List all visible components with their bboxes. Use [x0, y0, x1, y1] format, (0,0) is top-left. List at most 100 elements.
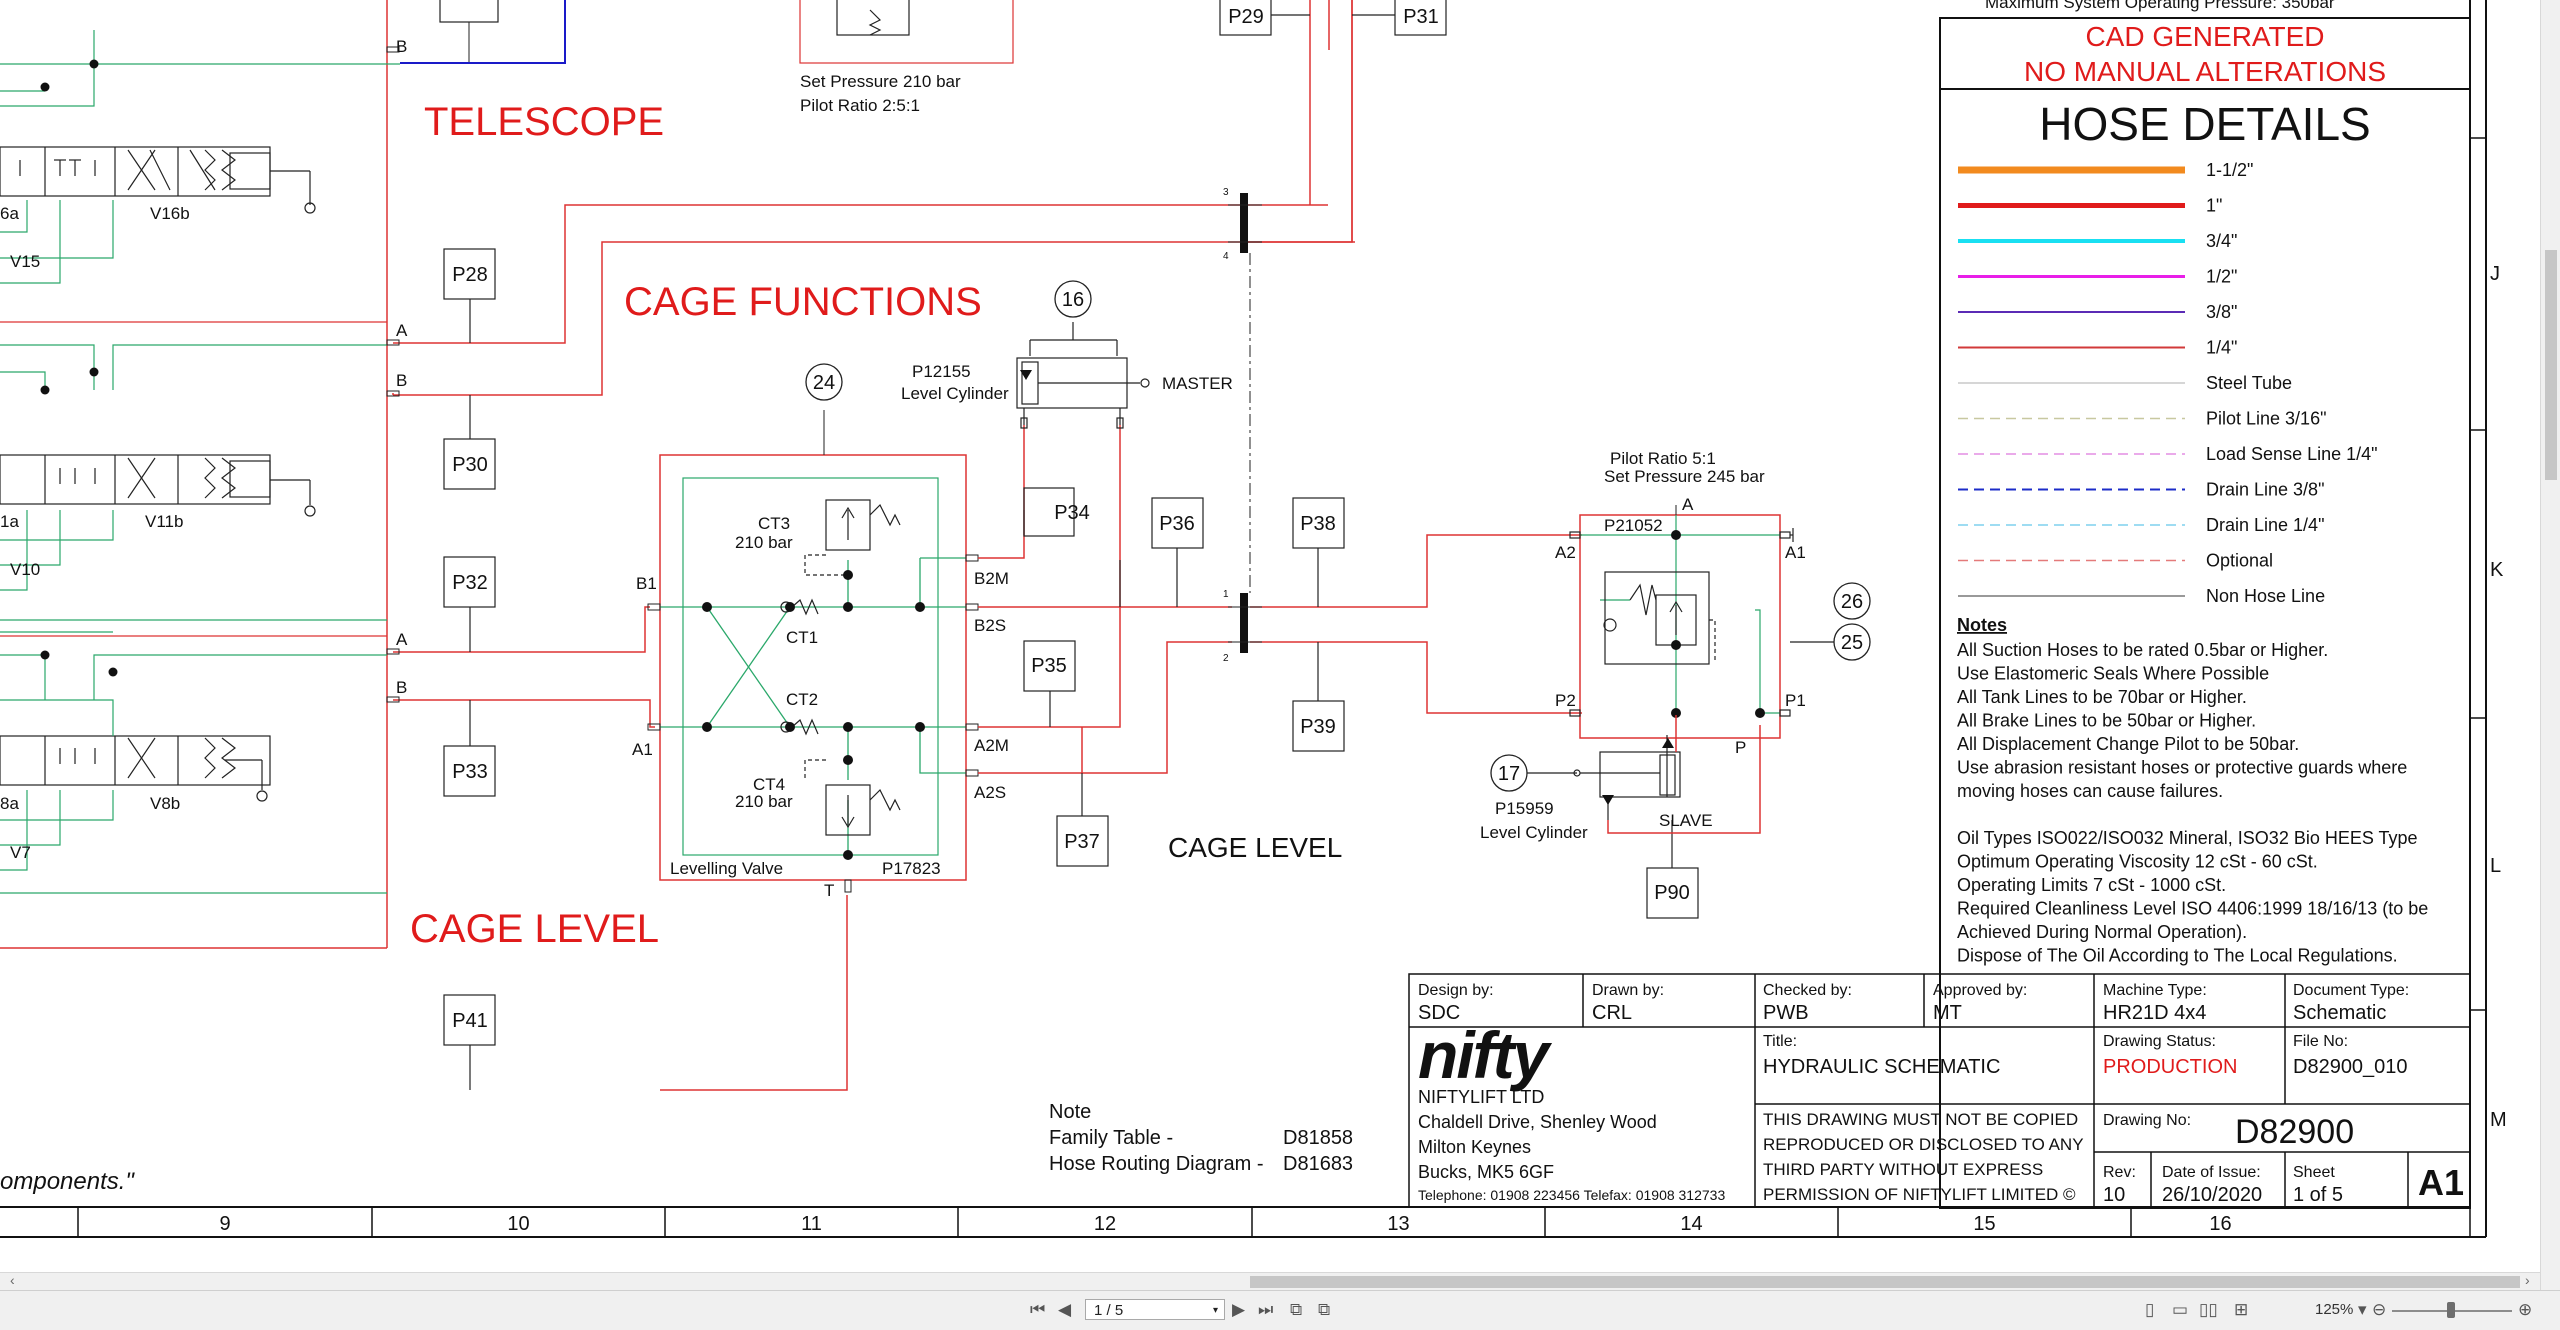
machine-type-label: Machine Type:	[2103, 982, 2207, 999]
section-cage-level: CAGE LEVEL	[410, 907, 659, 951]
date-value: 26/10/2020	[2162, 1184, 2262, 1206]
page-number-box[interactable]: 1 / 5▾	[1085, 1299, 1225, 1320]
circle-24: 24	[813, 372, 835, 394]
port-a2m: A2M	[974, 736, 1009, 755]
junction-1: 1	[1223, 589, 1229, 600]
last-page-icon[interactable]: ⏭	[1258, 1300, 1274, 1319]
approved-by-value: MT	[1933, 1002, 1962, 1024]
ct4-bar: 210 bar	[735, 792, 793, 811]
sheet-label: Sheet	[2293, 1164, 2335, 1181]
hose-label: 3/4"	[2206, 231, 2237, 251]
zoom-dropdown-icon[interactable]: ▾	[2358, 1300, 2367, 1319]
title-block	[1408, 973, 2471, 1208]
relief-pilot-ratio: Pilot Ratio 2:5:1	[800, 96, 920, 115]
first-page-icon[interactable]: ⏮	[1030, 1300, 1046, 1319]
facing-view-icon[interactable]: ▯▯	[2199, 1300, 2218, 1319]
ct3-label: CT3	[758, 514, 790, 533]
hose-label: 3/8"	[2206, 302, 2237, 322]
notes-line: Required Cleanliness Level ISO 4406:1999…	[1957, 899, 2428, 919]
continuous-view-icon[interactable]: ▭	[2172, 1300, 2189, 1319]
hose-label: Optional	[2206, 551, 2273, 571]
relief-valve-top	[799, 0, 1014, 64]
phone-fax: Telephone: 01908 223456 Telefax: 01908 3…	[1418, 1187, 1725, 1203]
master-name: Level Cylinder	[901, 384, 1009, 403]
set-pressure-text: Set Pressure 245 bar	[1604, 467, 1765, 486]
drawing-no-value: D82900	[2235, 1113, 2354, 1151]
vertical-scrollbar[interactable]	[2540, 0, 2560, 1290]
previous-page-icon[interactable]: ◀	[1058, 1300, 1072, 1319]
slave-name: Level Cylinder	[1480, 823, 1588, 842]
section-telescope: TELESCOPE	[424, 100, 664, 144]
valve-6a: 6a	[0, 204, 19, 223]
notes-line: Achieved During Normal Operation).	[1957, 922, 2247, 942]
address-line-3: Bucks, MK5 6GF	[1418, 1162, 1554, 1182]
page-dropdown-icon[interactable]: ▾	[1212, 1305, 1218, 1316]
notes-line: Dispose of The Oil According to The Loca…	[1957, 946, 2398, 966]
horizontal-scrollbar[interactable]: ‹ ›	[0, 1272, 2540, 1291]
notes-title: Notes	[1957, 615, 2007, 635]
circle-17: 17	[1498, 763, 1520, 785]
next-page-icon[interactable]: ▶	[1232, 1300, 1246, 1319]
scroll-left-arrow-icon[interactable]: ‹	[10, 1272, 15, 1288]
ref-note-value-2: D81683	[1283, 1153, 1353, 1175]
master-label: MASTER	[1162, 374, 1233, 393]
zoom-out-icon[interactable]: ⊖	[2372, 1300, 2387, 1319]
port-p30: P30	[452, 454, 488, 476]
slave-cylinder	[1573, 735, 1699, 919]
row-b-top: B	[396, 37, 407, 56]
components-text-fragment: omponents."	[0, 1168, 135, 1195]
zoom-slider-handle[interactable]	[2447, 1302, 2455, 1318]
port-p31: P31	[1403, 6, 1439, 28]
copy-notice-3: THIRD PARTY WITHOUT EXPRESS	[1763, 1160, 2043, 1179]
vertical-scroll-thumb[interactable]	[2545, 250, 2557, 480]
row-b-bank1: B	[396, 371, 407, 390]
hose-details-title: HOSE DETAILS	[2039, 98, 2370, 150]
port-a: A	[1682, 495, 1694, 514]
port-p29: P29	[1228, 6, 1264, 28]
no-manual-alterations-text: NO MANUAL ALTERATIONS	[2024, 56, 2386, 87]
zoom-level[interactable]: 125%	[2315, 1301, 2354, 1318]
sheet-value: 1 of 5	[2293, 1184, 2343, 1206]
master-cylinder	[1016, 322, 1150, 429]
zoom-in-icon[interactable]: ⊕	[2518, 1300, 2533, 1319]
title-label: Title:	[1763, 1033, 1797, 1050]
horizontal-scroll-thumb[interactable]	[1250, 1276, 2520, 1288]
notes-line: All Displacement Change Pilot to be 50ba…	[1957, 734, 2299, 754]
port-t: T	[824, 881, 834, 900]
port-boxes-left	[443, 0, 1447, 1090]
circle-26: 26	[1841, 591, 1863, 613]
hose-label: 1-1/2"	[2206, 160, 2253, 180]
cage-level-label: CAGE LEVEL	[1168, 832, 1342, 863]
approved-by-label: Approved by:	[1933, 982, 2027, 999]
grid-column-label: 9	[219, 1213, 230, 1235]
port-p41: P41	[452, 1010, 488, 1032]
ref-note-value-1: D81858	[1283, 1127, 1353, 1149]
status-bar	[0, 1290, 2560, 1330]
copy-view-icon[interactable]: ⧉	[1290, 1300, 1303, 1319]
hose-label: Non Hose Line	[2206, 586, 2325, 606]
scroll-right-arrow-icon[interactable]: ›	[2525, 1272, 2530, 1288]
junction-2: 2	[1223, 653, 1229, 664]
valve-v8b: V8b	[150, 794, 180, 813]
levelling-valve-part: P17823	[882, 859, 941, 878]
ct1-label: CT1	[786, 628, 818, 647]
notes-line: Oil Types ISO022/ISO032 Mineral, ISO32 B…	[1957, 828, 2418, 848]
grid-column-label: 14	[1680, 1213, 1702, 1235]
port-p35: P35	[1031, 655, 1067, 677]
valve-1a: 1a	[0, 512, 19, 531]
levelling-valve-name: Levelling Valve	[670, 859, 783, 878]
grid-row-label: J	[2490, 263, 2500, 285]
paste-view-icon[interactable]: ⧉	[1318, 1300, 1331, 1319]
single-page-view-icon[interactable]: ▯	[2145, 1300, 2155, 1319]
copy-notice-4: PERMISSION OF NIFTYLIFT LIMITED ©	[1763, 1185, 2076, 1204]
port-p2: P2	[1555, 691, 1576, 710]
hose-label: Load Sense Line 1/4"	[2206, 444, 2378, 464]
valve-8a: 8a	[0, 794, 19, 813]
circle-16: 16	[1062, 289, 1084, 311]
drawing-status-label: Drawing Status:	[2103, 1033, 2216, 1050]
fit-view-icon[interactable]: ⊞	[2234, 1300, 2249, 1319]
max-pressure-text: Maximum System Operating Pressure: 350ba…	[1985, 0, 2335, 12]
file-no-label: File No:	[2293, 1033, 2348, 1050]
port-p39: P39	[1300, 716, 1336, 738]
valve-v11b: V11b	[145, 512, 183, 531]
